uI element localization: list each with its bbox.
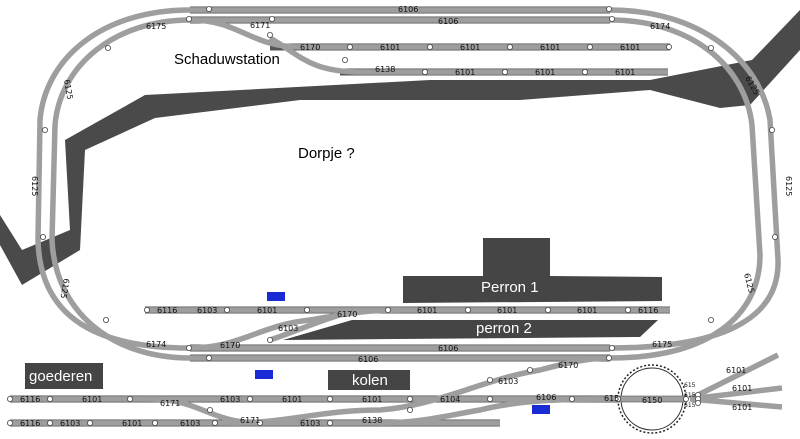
code-6101-station-d: 6101	[577, 306, 597, 315]
code-6101-yard-4: 6101	[122, 419, 142, 428]
code-6138-yard: 6138	[362, 416, 382, 425]
code-6101-s2b: 6101	[535, 68, 555, 77]
code-6175-bottom: 6175	[652, 340, 672, 349]
coal-label: kolen	[352, 372, 388, 389]
code-6170-top: 6170	[300, 43, 320, 52]
code-6101-station-c: 6101	[497, 306, 517, 315]
code-615-right-a: 615	[684, 382, 696, 389]
code-6125-left-bottom: 6125	[58, 278, 70, 300]
code-6101-s2c: 6101	[615, 68, 635, 77]
marker-blue-3	[532, 405, 550, 414]
platform-2-label: perron 2	[476, 320, 532, 337]
code-6103-yard-3: 6103	[180, 419, 200, 428]
code-6101-station-b: 6101	[417, 306, 437, 315]
code-6101-yard-2: 6101	[282, 395, 302, 404]
code-6175-top: 6175	[146, 22, 166, 31]
platform-2	[283, 320, 658, 340]
code-6116-station-left: 6116	[157, 306, 177, 315]
code-6125-left-top: 6125	[62, 79, 74, 101]
marker-blue-1	[267, 292, 285, 301]
code-6170-yard: 6170	[558, 361, 578, 370]
code-6171-yard-1: 6171	[160, 399, 180, 408]
code-6101-spur-3: 6101	[732, 403, 752, 412]
code-615-right-c: 615	[684, 402, 696, 409]
code-6174-top: 6174	[650, 22, 670, 31]
code-6138-top: 6138	[375, 65, 395, 74]
track-codes: 6106 6106 6175 6171 6174 6170 6101 6101 …	[20, 5, 793, 428]
village-label: Dorpje ?	[298, 145, 355, 162]
code-615-right-b: 615	[684, 392, 696, 399]
code-6104-yard: 6104	[440, 395, 460, 404]
code-6101-s2a: 6101	[455, 68, 475, 77]
goods-building	[25, 363, 103, 389]
platform-1	[403, 238, 662, 303]
code-6103-yard-curve: 6103	[498, 377, 518, 386]
code-6125-left-mid: 6125	[30, 176, 39, 196]
platform-1-label: Perron 1	[481, 279, 539, 296]
code-6101-s1a: 6101	[380, 43, 400, 52]
code-6103-yard-2: 6103	[60, 419, 80, 428]
code-6170-bottom: 6170	[220, 341, 240, 350]
code-6101-spur-1: 6101	[726, 366, 746, 375]
code-6103-yard-1: 6103	[220, 395, 240, 404]
code-6106-bottom-a: 6106	[438, 344, 458, 353]
code-6103-station-a: 6103	[197, 306, 217, 315]
code-6106-inner-top: 6106	[438, 17, 458, 26]
code-6171-yard-2: 6171	[240, 416, 260, 425]
coal-building	[328, 370, 410, 390]
track-joints	[7, 6, 779, 426]
code-6101-s1d: 6101	[620, 43, 640, 52]
code-615-left: 615	[604, 394, 619, 403]
code-6101-s1b: 6101	[460, 43, 480, 52]
code-6103-yard-4: 6103	[300, 419, 320, 428]
code-6101-yard-1: 6101	[82, 395, 102, 404]
code-6103-station-b: 6103	[278, 324, 298, 333]
code-6170-station: 6170	[337, 310, 357, 319]
code-6106-bottom-b: 6106	[358, 355, 378, 364]
code-6125-right-bottom: 6125	[742, 272, 756, 294]
code-6116-station-right: 6116	[638, 306, 658, 315]
marker-blue-2	[255, 370, 273, 379]
code-6101-station-a: 6101	[257, 306, 277, 315]
turntable	[617, 364, 687, 434]
code-6174-bottom: 6174	[146, 340, 166, 349]
code-6101-s1c: 6101	[540, 43, 560, 52]
code-6116-yard-1: 6116	[20, 395, 40, 404]
code-6171-top: 6171	[250, 21, 270, 30]
code-6106-yard: 6106	[536, 393, 556, 402]
goods-label: goederen	[29, 368, 92, 385]
code-6101-yard-3: 6101	[362, 395, 382, 404]
code-6116-yard-2: 6116	[20, 419, 40, 428]
code-6101-spur-2: 6101	[732, 384, 752, 393]
code-6150-turntable: 6150	[642, 396, 662, 405]
shadow-station-label: Schaduwstation	[174, 51, 280, 68]
code-6125-right-mid: 6125	[784, 176, 793, 196]
code-6106-outer-top: 6106	[398, 5, 418, 14]
